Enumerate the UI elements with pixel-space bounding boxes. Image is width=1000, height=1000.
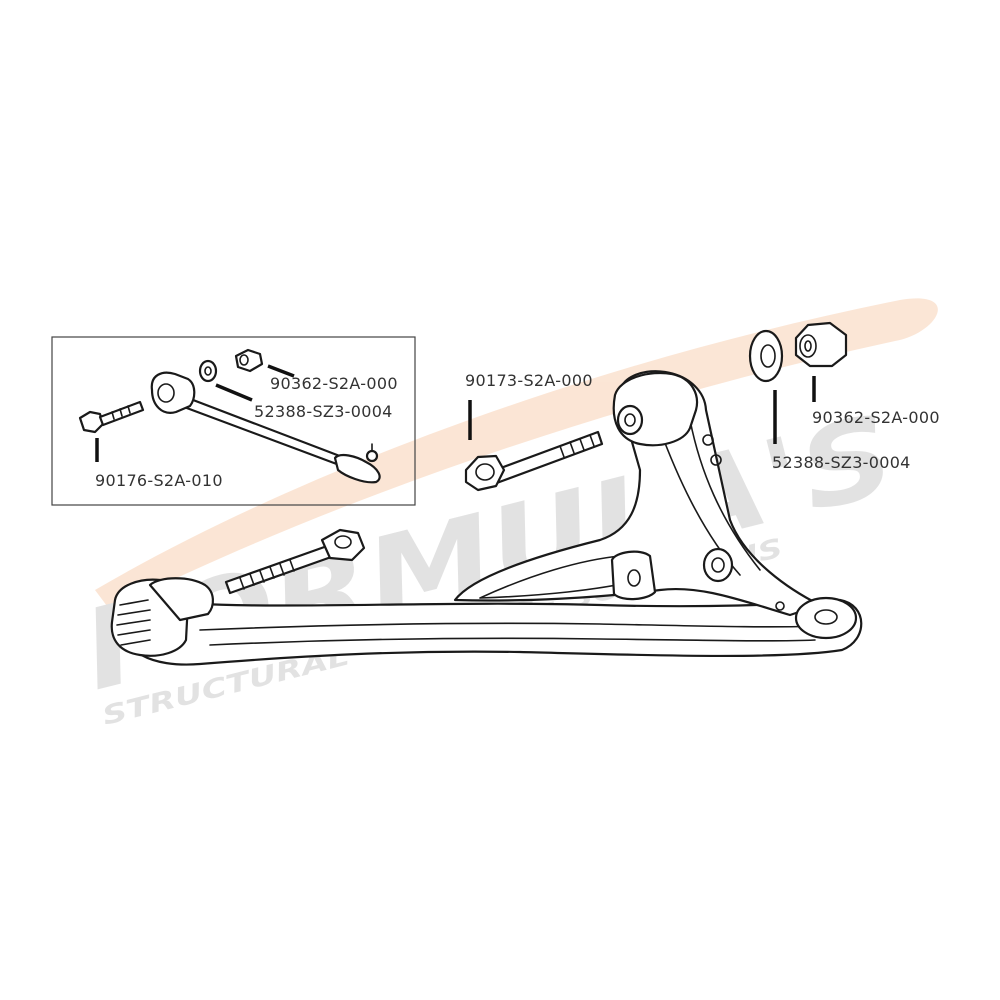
inset-bolt-label: 90176-S2A-010	[95, 471, 223, 490]
inset-ball-joint	[333, 453, 381, 484]
inset-nut-label: 90362-S2A-000	[270, 374, 398, 393]
inset-bolt	[78, 400, 145, 434]
inset-bushing-part	[198, 359, 218, 383]
inset-panel: 90362-S2A-000 52388-SZ3-0004 90176-S2A-0…	[51, 336, 416, 506]
inset-bushing-leader	[215, 383, 253, 402]
inset-compensator-arm	[150, 371, 381, 484]
main-nut-part	[794, 321, 848, 368]
watermark-swoosh	[95, 298, 938, 610]
inset-nut-part	[234, 348, 264, 373]
inset-nut-leader	[267, 364, 295, 378]
lower-control-arm	[110, 370, 863, 666]
main-bushing-label: 52388-SZ3-0004	[772, 453, 911, 472]
front-bushing	[110, 577, 214, 657]
upper-bushing	[612, 371, 699, 447]
main-bolt-part	[464, 430, 604, 492]
main-nut-label: 90362-S2A-000	[812, 408, 940, 427]
inset-bushing-label: 52388-SZ3-0004	[254, 402, 393, 421]
main-bolt-label: 90173-S2A-000	[465, 371, 593, 390]
inset-frame	[51, 336, 416, 506]
front-long-bolt	[224, 528, 366, 595]
main-bushing-part	[748, 329, 784, 383]
